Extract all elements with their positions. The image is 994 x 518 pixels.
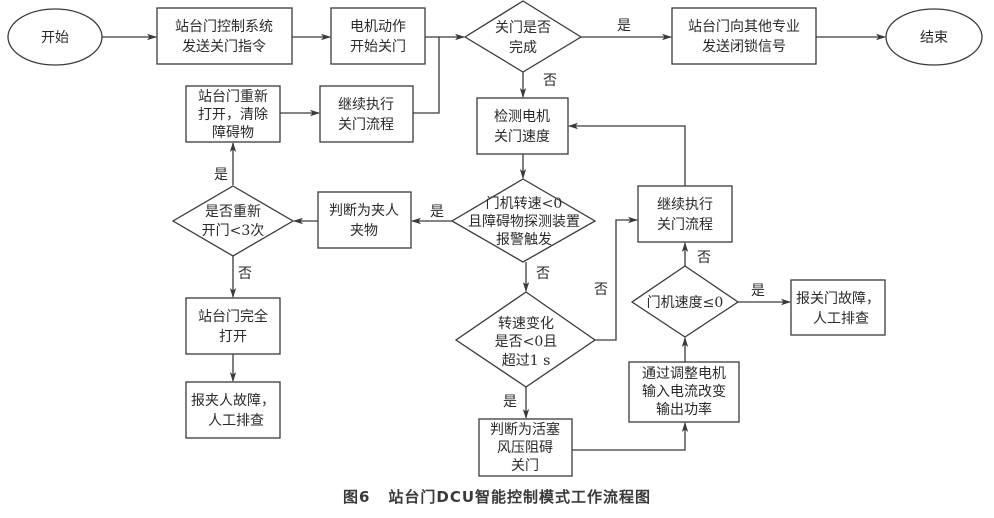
node-judge-piston: 判断为活塞 风压阻碍 关门 [478,418,573,477]
edge-speed-change-no-to-continue-right [595,216,638,341]
node-start-text: 开始 [41,30,69,46]
node-text-line: 关门是否 [495,20,551,36]
node-text-line: 风压阻碍 [497,440,553,456]
node-text-line: 站台门控制系统 [175,19,273,35]
node-send-close-cmd: 站台门控制系统 发送关门指令 [156,7,293,65]
node-text-line: 电机动作 [350,19,406,35]
node-text-line: 判断为活塞 [490,421,560,438]
node-text-line: 继续执行 [657,196,713,213]
node-text-line: 报夹人故障， [191,393,275,409]
node-text-line: 人工排查 [813,311,869,327]
node-text-line: 通过调整电机 [642,366,726,382]
node-text-line: 是否<0且 [495,334,558,350]
node-text-line: 夹物 [350,223,378,239]
decision-speed-change: 转速变化 是否<0且 超过1 s [454,291,597,388]
node-fully-open: 站台门完全 打开 [185,297,281,355]
node-send-lock-signal: 站台门向其他专业 发送闭锁信号 [671,7,817,65]
node-text-line: 障碍物 [212,125,254,141]
node-text-line: 输入电流改变 [642,384,726,400]
node-continue-close-left: 继续执行 关门流程 [319,85,414,143]
decision-reopen-count: 是否重新 开门<3次 [171,185,295,257]
node-text-line: 开门<3次 [202,223,265,239]
edge-piston-to-adjust [572,422,689,451]
node-text-line: 发送闭锁信号 [702,39,786,55]
figure-caption: 图6 站台门DCU智能控制模式工作流程图 [0,486,994,507]
flowchart: 开始 站台门控制系统 发送关门指令 电机动作 开始关门 关门是否 完成 站台门向… [7,0,983,477]
node-text-line: 继续执行 [338,96,394,113]
edge-labels: 是 否 是 否 是 否 是 否 是 否 [214,18,765,410]
edge-label-speed-le0-no: 否 [697,250,711,266]
edge-continue-left-to-merge [413,37,440,114]
decision-close-done: 关门是否 完成 [463,0,583,73]
figure-title: 站台门DCU智能控制模式工作流程图 [388,488,652,506]
node-end: 结束 [885,8,983,66]
node-text-line: 完成 [509,40,537,56]
node-text-line: 报关门故障， [796,291,880,307]
edges [102,33,886,451]
node-judge-pinch: 判断为夹人 夹物 [317,191,412,249]
node-text-line: 开始关门 [350,39,406,55]
node-text-line: 站台门向其他专业 [688,19,800,35]
decision-speed-le0: 门机速度≤0 [630,265,740,338]
node-text-line: 人工排查 [208,413,264,429]
edge-label-speed-le0-yes: 是 [751,283,765,299]
edge-label-reopen-count-no: 否 [238,266,252,282]
edge-label-speed-change-no: 否 [594,282,608,298]
node-text-line: 关门流程 [657,217,713,233]
edge-label-speed-change-yes: 是 [503,394,517,410]
edge-label-close-done-yes: 是 [617,18,631,34]
node-text-line: 打开，清除 [198,106,268,123]
edge-continue-right-to-detect [568,122,686,186]
node-text-line: 且障碍物探测装置 [468,214,580,230]
edge-label-obstacle-yes: 是 [430,204,444,220]
node-motor-start-close: 电机动作 开始关门 [330,7,426,65]
node-text-line: 是否重新 [205,204,261,220]
node-text-line: 门机转速<0 [486,196,563,212]
edge-label-obstacle-no: 否 [536,266,550,282]
node-text-line: 门机速度≤0 [647,295,724,311]
node-reopen-clear: 站台门重新 打开，清除 障碍物 [185,85,281,143]
node-text-line: 站台门重新 [198,89,268,105]
node-start: 开始 [7,8,103,66]
node-text-line: 打开 [219,328,247,345]
node-continue-close-right: 继续执行 关门流程 [637,185,733,243]
node-report-pinch-fault: 报夹人故障， 人工排查 [185,381,281,439]
edge-label-close-done-no: 否 [543,73,557,89]
node-detect-speed: 检测电机 关门速度 [476,97,569,155]
node-text-line: 关门流程 [338,117,394,133]
node-text-line: 输出功率 [656,401,712,418]
decision-obstacle: 门机转速<0 且障碍物探测装置 报警触发 [450,178,597,263]
node-text-line: 发送关门指令 [182,39,266,55]
node-text-line: 判断为夹人 [329,203,399,219]
node-text-line: 转速变化 [498,316,554,332]
edge-label-reopen-count-yes: 是 [214,167,228,183]
node-text-line: 报警触发 [496,232,552,248]
node-text-line: 关门 [511,458,539,474]
node-text-line: 站台门完全 [198,308,268,325]
node-text-line: 超过1 s [502,353,551,369]
node-report-close-fault: 报关门故障， 人工排查 [790,279,886,336]
node-text-line: 关门速度 [494,129,550,145]
figure-number: 图6 [342,488,371,506]
node-adjust-motor: 通过调整电机 输入电流改变 输出功率 [628,361,740,423]
node-end-text: 结束 [920,30,948,46]
node-text-line: 检测电机 [494,109,550,125]
